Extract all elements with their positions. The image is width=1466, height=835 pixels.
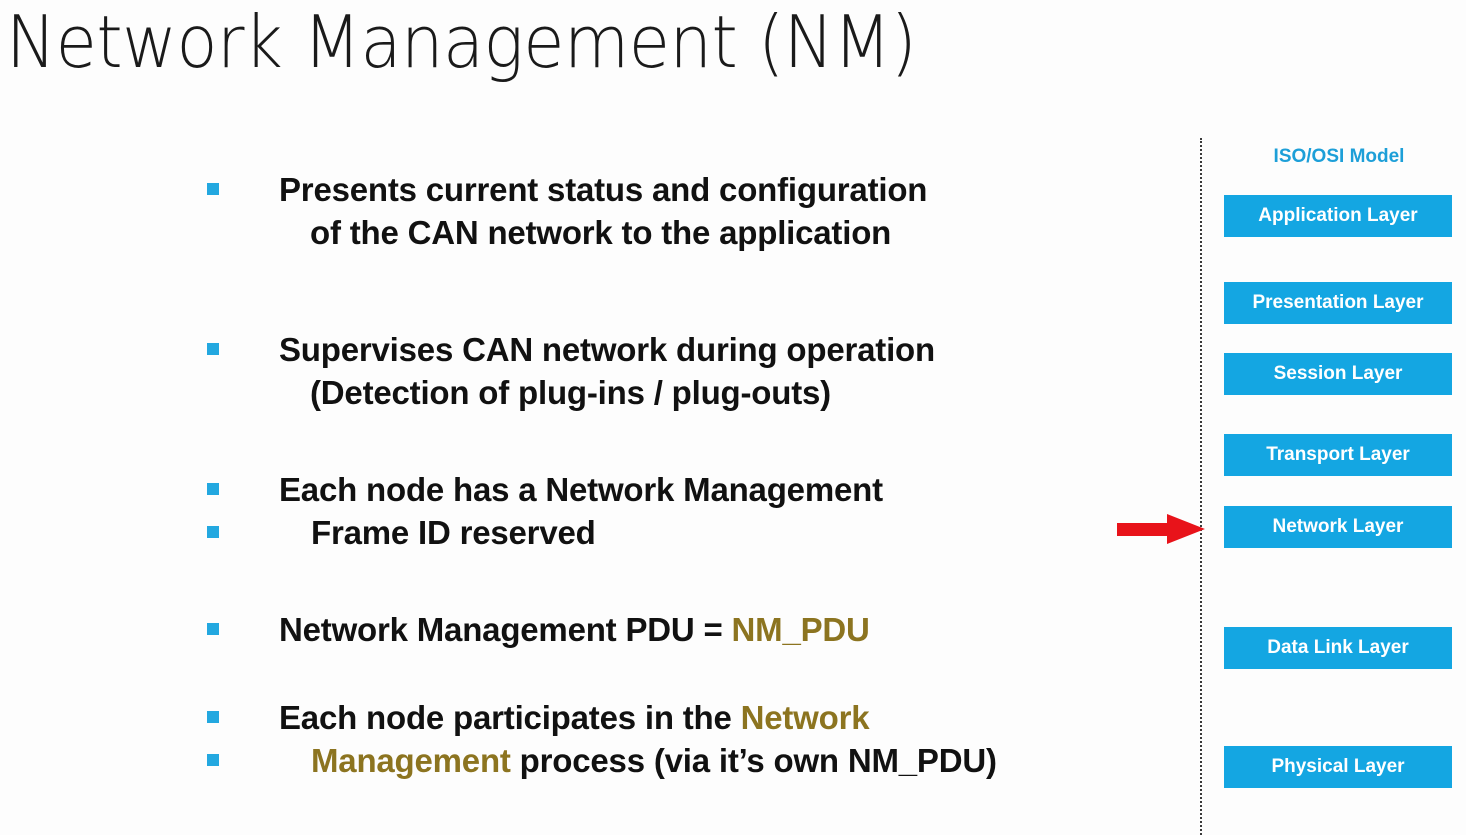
text-segment: Supervises CAN network during operation bbox=[279, 331, 935, 368]
bullet-square-icon bbox=[207, 711, 219, 723]
bullet-text: Network Management PDU = NM_PDU bbox=[279, 608, 870, 651]
bullet-text: Each node has a Network Management bbox=[279, 468, 883, 511]
osi-layer-label: Data Link Layer bbox=[1267, 637, 1409, 658]
page-title: Network Management (NM) bbox=[6, 0, 917, 84]
bullet-line: of the CAN network to the application bbox=[0, 211, 1180, 254]
highlighted-term: NM_PDU bbox=[731, 611, 870, 648]
iso-osi-model-title: ISO/OSI Model bbox=[1273, 146, 1405, 167]
bullet-text: Frame ID reserved bbox=[311, 511, 596, 554]
bullet-line: Supervises CAN network during operation bbox=[0, 328, 1180, 371]
bullet-line: Each node has a Network Management bbox=[0, 468, 1180, 511]
bullet-item: Network Management PDU = NM_PDU bbox=[0, 608, 1180, 651]
arrow-head bbox=[1167, 514, 1205, 544]
text-segment: Each node has a Network Management bbox=[279, 471, 883, 508]
highlighted-term: Network bbox=[740, 699, 870, 736]
text-segment: process (via it’s own NM_PDU) bbox=[510, 742, 997, 779]
osi-layer-session-layer[interactable]: Session Layer bbox=[1224, 353, 1452, 395]
bullet-line: Frame ID reserved bbox=[0, 511, 1180, 554]
bullet-text: of the CAN network to the application bbox=[310, 211, 891, 254]
bullet-line: Management process (via it’s own NM_PDU) bbox=[0, 739, 1180, 782]
text-segment: Each node participates in the bbox=[279, 699, 741, 736]
osi-layer-label: Application Layer bbox=[1258, 205, 1418, 226]
bullet-text: (Detection of plug-ins / plug-outs) bbox=[310, 371, 831, 414]
bullet-list: Presents current status and configuratio… bbox=[0, 150, 1180, 830]
text-segment: Presents current status and configuratio… bbox=[279, 171, 928, 208]
bullet-line: Network Management PDU = NM_PDU bbox=[0, 608, 1180, 651]
text-segment: Frame ID reserved bbox=[311, 514, 596, 551]
arrow-shaft bbox=[1117, 523, 1174, 536]
bullet-square-icon bbox=[207, 754, 219, 766]
text-segment: Network Management PDU = bbox=[279, 611, 732, 648]
osi-layer-label: Presentation Layer bbox=[1252, 292, 1424, 313]
bullet-square-icon bbox=[207, 183, 219, 195]
bullet-text: Supervises CAN network during operation bbox=[279, 328, 935, 371]
bullet-line: Presents current status and configuratio… bbox=[0, 168, 1180, 211]
bullet-square-icon bbox=[207, 526, 219, 538]
bullet-square-icon bbox=[207, 623, 219, 635]
osi-layer-data-link-layer[interactable]: Data Link Layer bbox=[1224, 627, 1452, 669]
osi-layer-label: Transport Layer bbox=[1266, 444, 1410, 465]
osi-layer-label: Physical Layer bbox=[1271, 756, 1405, 777]
bullet-square-icon bbox=[207, 343, 219, 355]
highlighted-term: Management bbox=[311, 742, 511, 779]
red-pointer-arrow-icon bbox=[1117, 514, 1205, 544]
osi-layer-label: Network Layer bbox=[1272, 516, 1404, 537]
panel-divider bbox=[1200, 138, 1202, 835]
osi-layer-presentation-layer[interactable]: Presentation Layer bbox=[1224, 282, 1452, 324]
bullet-item: Presents current status and configuratio… bbox=[0, 168, 1180, 254]
osi-layer-transport-layer[interactable]: Transport Layer bbox=[1224, 434, 1452, 476]
bullet-text: Presents current status and configuratio… bbox=[279, 168, 927, 211]
osi-layer-application-layer[interactable]: Application Layer bbox=[1224, 195, 1452, 237]
osi-layer-physical-layer[interactable]: Physical Layer bbox=[1224, 746, 1452, 788]
osi-layer-label: Session Layer bbox=[1273, 363, 1403, 384]
bullet-text: Each node participates in the Network bbox=[279, 696, 870, 739]
osi-layer-network-layer[interactable]: Network Layer bbox=[1224, 506, 1452, 548]
bullet-line: (Detection of plug-ins / plug-outs) bbox=[0, 371, 1180, 414]
text-segment: (Detection of plug-ins / plug-outs) bbox=[310, 374, 831, 411]
text-segment: of the CAN network to the application bbox=[310, 214, 892, 251]
bullet-line: Each node participates in the Network bbox=[0, 696, 1180, 739]
bullet-text: Management process (via it’s own NM_PDU) bbox=[311, 739, 997, 782]
bullet-square-icon bbox=[207, 483, 219, 495]
bullet-item: Supervises CAN network during operation (… bbox=[0, 328, 1180, 414]
